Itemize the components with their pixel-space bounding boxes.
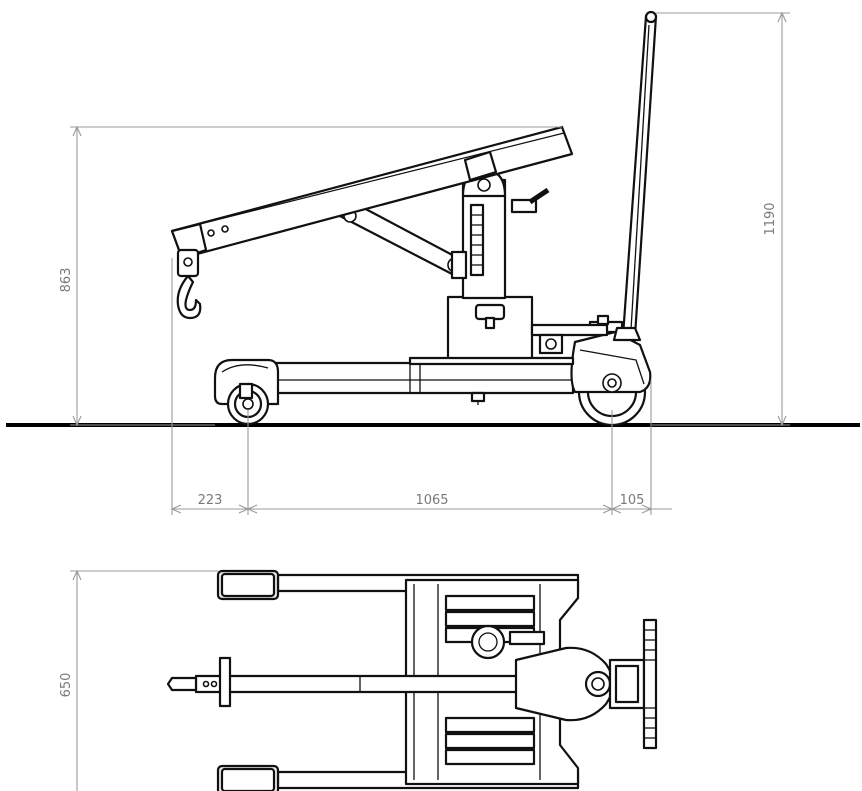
center-frame bbox=[404, 578, 580, 786]
side-view: 1190 863 223 1065 105 bbox=[6, 10, 860, 515]
dimension-label-wheelbase: 1065 bbox=[415, 493, 448, 508]
dimension-label-boom-height: 863 bbox=[59, 268, 74, 293]
dimension-label-rear-overhang: 105 bbox=[620, 493, 645, 508]
chassis-beam bbox=[266, 361, 575, 405]
dimension-overall-width: 650 bbox=[59, 569, 218, 791]
dimension-label-overall-width: 650 bbox=[59, 673, 74, 698]
push-handle bbox=[612, 10, 658, 342]
rear-wheel bbox=[570, 314, 652, 427]
lifting-hook bbox=[176, 248, 202, 320]
dimension-label-overall-height: 1190 bbox=[763, 202, 778, 235]
motor-box bbox=[408, 295, 609, 366]
front-caster bbox=[213, 358, 280, 426]
dimension-overall-height: 1190 bbox=[652, 11, 790, 427]
dimension-horizontal: 223 1065 105 bbox=[170, 258, 672, 515]
top-view: 650 bbox=[59, 569, 658, 791]
dimension-boom-height: 863 bbox=[59, 125, 562, 427]
dimension-label-front-overhang: 223 bbox=[198, 493, 223, 508]
boom-arm bbox=[170, 125, 574, 260]
rear-assembly bbox=[608, 618, 658, 750]
boom-top bbox=[166, 646, 615, 722]
hydraulic-strut bbox=[338, 204, 468, 280]
mast-column bbox=[461, 168, 550, 300]
